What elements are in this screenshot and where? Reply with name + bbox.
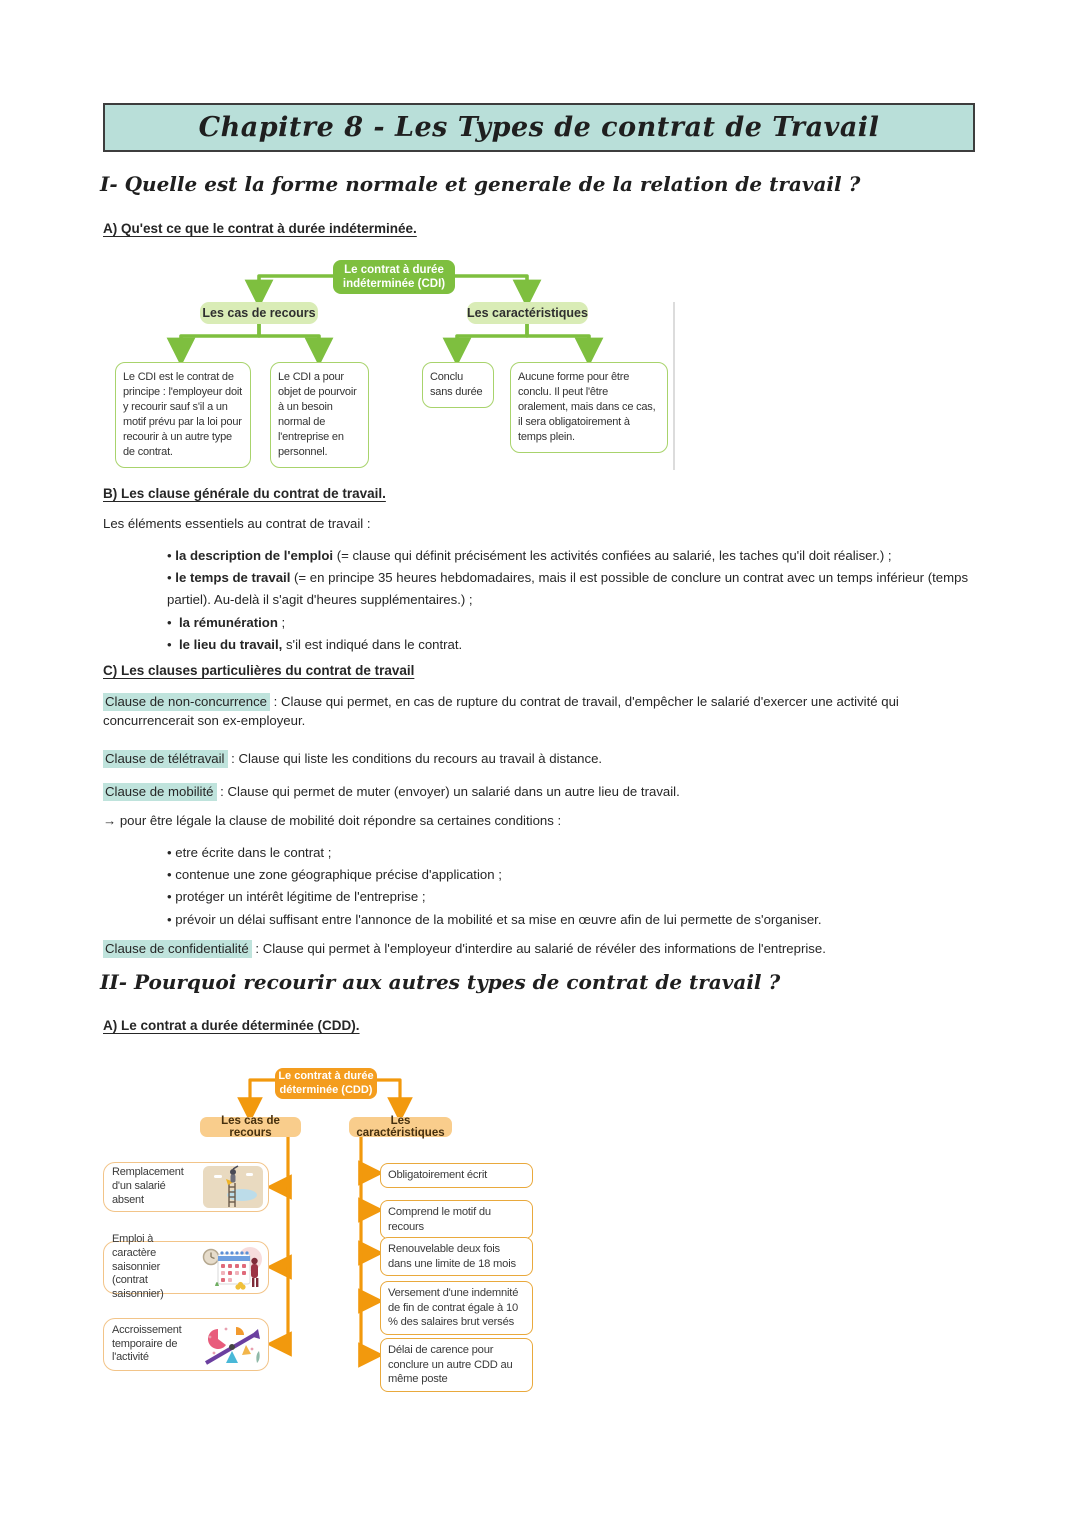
bullet-text: (= en principe 35 heures hebdomadaires, … — [167, 570, 969, 608]
cdd-case-saisonnier: Emploi à caractère saisonnier (contrat s… — [103, 1233, 269, 1300]
case-label: Accroissement temporaire de l'activité — [112, 1323, 182, 1364]
chapter-title: Chapitre 8 - Les Types de contrat de Tra… — [198, 112, 880, 143]
list-item: • prévoir un délai suffisant entre l'ann… — [167, 911, 822, 927]
list-item: • la description de l'emploi (= clause q… — [167, 548, 892, 563]
clause-definition: : Clause qui liste les conditions du rec… — [227, 751, 603, 766]
cdd-case-accroissement: Accroissement temporaire de l'activité — [103, 1318, 269, 1371]
cdi-leaf-aucune-forme: Aucune forme pour être conclu. Il peut l… — [510, 362, 668, 453]
cdd-branch-caracteristiques: Les caractéristiques — [349, 1115, 452, 1139]
cdi-leaf-contrat-de-principe: Le CDI est le contrat de principe : l'em… — [115, 362, 251, 468]
calendar-clock-illustration — [202, 1246, 262, 1290]
clause-definition: : Clause qui permet, en cas de rupture d… — [103, 694, 899, 729]
bullet-text: protéger un intérêt légitime de l'entrep… — [175, 889, 426, 905]
clause-non-concurrence: Clause de non-concurrence : Clause qui p… — [103, 692, 965, 730]
case-label: Emploi à caractère saisonnier (contrat s… — [112, 1233, 164, 1301]
cdi-leaf-besoin-normal: Le CDI a pour objet de pourvoir à un bes… — [270, 362, 369, 468]
bullet-text: etre écrite dans le contrat ; — [175, 845, 332, 860]
list-item: • la rémunération ; — [167, 614, 286, 630]
cdi-branch-caracteristiques: Les caractéristiques — [467, 302, 588, 324]
section-2a-heading: A) Le contrat a durée déterminée (CDD). — [103, 1018, 360, 1033]
cdi-root-node: Le contrat à durée indéterminée (CDI) — [333, 260, 455, 294]
bullet-text: ; — [277, 614, 286, 630]
cdd-case-remplacement: Remplacement d'un salarié absent — [103, 1162, 269, 1212]
cdd-char-carence: Délai de carence pour conclure un autre … — [380, 1338, 533, 1392]
mobility-conditions-list: • etre écrite dans le contrat ; • conten… — [167, 842, 957, 931]
bullet-text: contenue une zone géographique précise d… — [175, 867, 502, 883]
section-1-heading: I- Quelle est la forme normale et genera… — [100, 172, 861, 196]
mobility-conditions-note: → pour être légale la clause de mobilité… — [103, 813, 562, 828]
general-clauses-list: • la description de l'emploi (= clause q… — [167, 545, 975, 656]
cdd-char-renouvelable: Renouvelable deux fois dans une limite d… — [380, 1237, 533, 1277]
section-1b-heading: B) Les clause générale du contrat de tra… — [103, 486, 386, 501]
bullet-term: le lieu du travail, — [178, 636, 283, 652]
bullet-text: (= clause qui définit précisément les ac… — [333, 548, 892, 563]
cdi-branch-cas-de-recours: Les cas de recours — [200, 302, 318, 324]
clause-definition: : Clause qui permet de muter (envoyer) u… — [216, 784, 680, 799]
bullet-term: la rémunération — [178, 614, 278, 630]
clause-name-highlight: Clause de confidentialité — [103, 940, 252, 958]
clause-name-highlight: Clause de télétravail — [103, 750, 228, 768]
case-label: Remplacement d'un salarié absent — [112, 1166, 184, 1206]
bullet-text: s'il est indiqué dans le contrat. — [282, 636, 463, 652]
cdi-leaf-conclu-sans-duree: Conclu sans durée — [422, 362, 494, 408]
bullet-text: prévoir un délai suffisant entre l'annon… — [175, 911, 822, 927]
growth-arrow-illustration — [204, 1326, 260, 1365]
clause-name-highlight: Clause de mobilité — [103, 783, 217, 801]
clause-teletravail: Clause de télétravail : Clause qui liste… — [103, 749, 965, 768]
ladder-lookout-illustration — [203, 1165, 263, 1208]
list-item: • le lieu du travail, s'il est indiqué d… — [167, 636, 463, 652]
bullet-term: la description de l'emploi — [175, 548, 334, 563]
elements-intro: Les éléments essentiels au contrat de tr… — [103, 516, 371, 531]
chapter-title-banner: Chapitre 8 - Les Types de contrat de Tra… — [103, 103, 975, 152]
cdi-flowchart: Le contrat à durée indéterminée (CDI) Le… — [103, 258, 703, 473]
section-2-heading: II- Pourquoi recourir aux autres types d… — [100, 970, 781, 994]
cdd-char-ecrit: Obligatoirement écrit — [380, 1163, 533, 1188]
section-1a-heading: A) Qu'est ce que le contrat à durée indé… — [103, 221, 417, 236]
clause-confidentialite: Clause de confidentialité : Clause qui p… — [103, 939, 965, 958]
cdd-char-motif: Comprend le motif du recours — [380, 1200, 533, 1240]
cdd-flowchart: Le contrat à durée déterminée (CDD) Les … — [103, 1060, 553, 1392]
cdi-flowchart-arrows — [166, 274, 604, 367]
pasted-image-edge — [673, 302, 675, 470]
bullet-term: le temps de travail — [175, 570, 291, 586]
list-item: • protéger un intérêt légitime de l'entr… — [167, 889, 426, 905]
cdd-root-node: Le contrat à durée déterminée (CDD) — [275, 1068, 377, 1099]
clause-name-highlight: Clause de non-concurrence — [103, 693, 271, 711]
list-item: • etre écrite dans le contrat ; — [167, 845, 332, 860]
section-1c-heading: C) Les clauses particulières du contrat … — [103, 663, 415, 678]
cdd-char-indemnite: Versement d'une indemnité de fin de cont… — [380, 1281, 533, 1335]
list-item: • contenue une zone géographique précise… — [167, 867, 502, 883]
list-item: • le temps de travail (= en principe 35 … — [167, 570, 969, 608]
clause-definition: : Clause qui permet à l'employeur d'inte… — [251, 941, 826, 956]
clause-mobilite: Clause de mobilité : Clause qui permet d… — [103, 782, 965, 801]
cdd-branch-cas-de-recours: Les cas de recours — [200, 1115, 301, 1139]
cdd-flowchart-arrows — [237, 1078, 413, 1368]
